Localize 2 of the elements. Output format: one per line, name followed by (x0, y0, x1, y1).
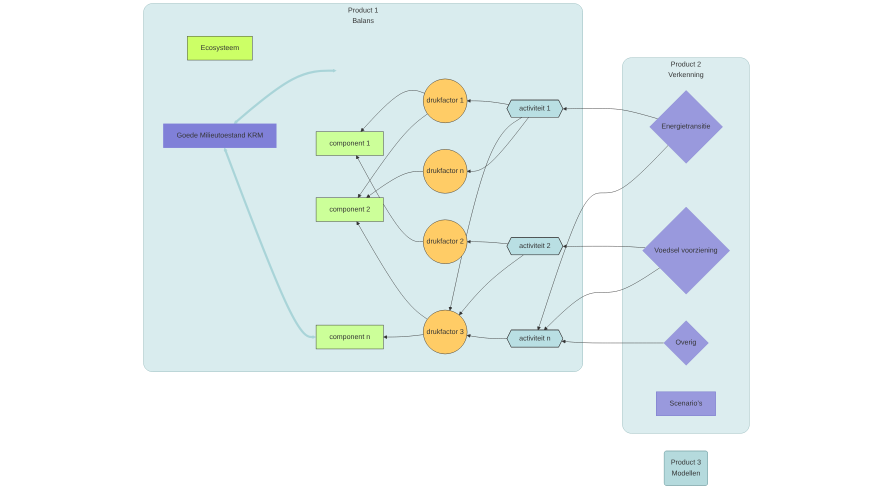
arrow (224, 148, 316, 339)
arrow (234, 68, 337, 124)
